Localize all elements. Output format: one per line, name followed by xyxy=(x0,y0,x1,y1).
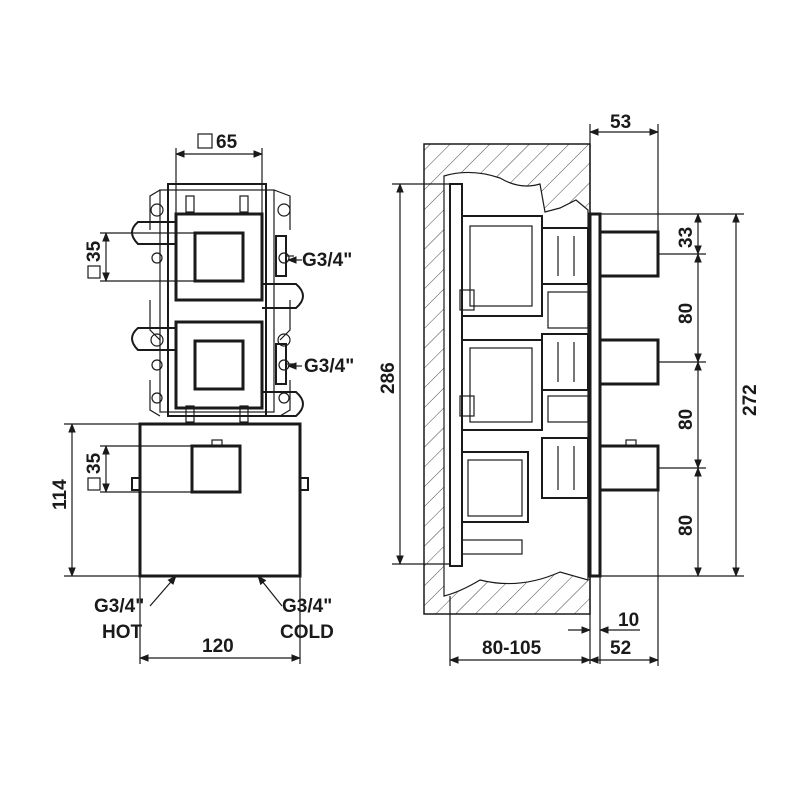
front-view: 65 35 35 114 1 xyxy=(50,132,354,664)
handle-1 xyxy=(598,230,660,278)
upper-valve-body xyxy=(131,212,304,309)
dim-spacing-chain: 33 80 80 80 xyxy=(658,213,706,577)
cover-plate xyxy=(588,212,602,578)
dim-square-left-1: 35 xyxy=(84,232,195,282)
dim-52-label: 52 xyxy=(610,638,631,659)
handle-2 xyxy=(598,338,660,386)
dim-120-label: 120 xyxy=(202,636,234,657)
handle-3 xyxy=(598,444,660,492)
cold-thread-label: G3/4" xyxy=(282,596,332,617)
dim-wall-depth: 80-105 xyxy=(449,596,591,666)
dim-80-first-label: 80 xyxy=(676,303,697,324)
dim-10-label: 10 xyxy=(618,610,639,631)
dim-plate: 10 xyxy=(568,576,640,664)
dim-total-height: 286 xyxy=(378,183,450,565)
inlet-hot: G3/4" HOT xyxy=(94,575,177,643)
inlet-cold: G3/4" COLD xyxy=(257,575,334,643)
square-symbol-icon xyxy=(87,265,101,279)
dim-33-label: 33 xyxy=(676,227,697,248)
thread-upper-label: G3/4" xyxy=(302,250,352,271)
thread-callout-middle: G3/4" xyxy=(287,356,354,377)
thread-middle-label: G3/4" xyxy=(304,356,354,377)
cold-label: COLD xyxy=(280,622,334,643)
dim-114-label: 114 xyxy=(50,479,71,510)
wall-section xyxy=(423,143,591,615)
dim-80-105-label: 80-105 xyxy=(482,638,542,659)
dim-projection: 52 xyxy=(589,490,659,666)
mounting-frame xyxy=(149,183,291,423)
dim-outlet-span: 272 xyxy=(600,213,761,577)
side-section-view: 53 286 272 33 80 80 80 xyxy=(378,112,761,666)
dim-top-depth: 53 xyxy=(589,112,659,232)
valve-internals xyxy=(449,183,589,567)
dim-53-label: 53 xyxy=(610,112,631,133)
dim-width: 120 xyxy=(139,576,301,664)
dim-35-upper-label: 35 xyxy=(84,240,105,262)
mixing-box xyxy=(131,422,309,578)
dim-height: 114 xyxy=(50,423,140,577)
lower-valve-body xyxy=(131,320,304,417)
dim-80-third-label: 80 xyxy=(676,515,697,536)
square-symbol-icon xyxy=(197,133,213,149)
dim-square-left-2: 35 xyxy=(84,445,192,493)
hot-label: HOT xyxy=(102,622,143,643)
dim-80-second-label: 80 xyxy=(676,409,697,430)
hot-thread-label: G3/4" xyxy=(94,596,144,617)
square-symbol-icon xyxy=(87,477,101,491)
handles xyxy=(598,230,660,492)
dim-286-label: 286 xyxy=(378,362,399,394)
dim-272-label: 272 xyxy=(740,384,761,416)
dim-square-top: 65 xyxy=(175,132,263,214)
thread-callout-upper: G3/4" xyxy=(287,250,352,271)
dim-65-label: 65 xyxy=(216,132,238,153)
dim-35-lower-label: 35 xyxy=(84,452,105,474)
